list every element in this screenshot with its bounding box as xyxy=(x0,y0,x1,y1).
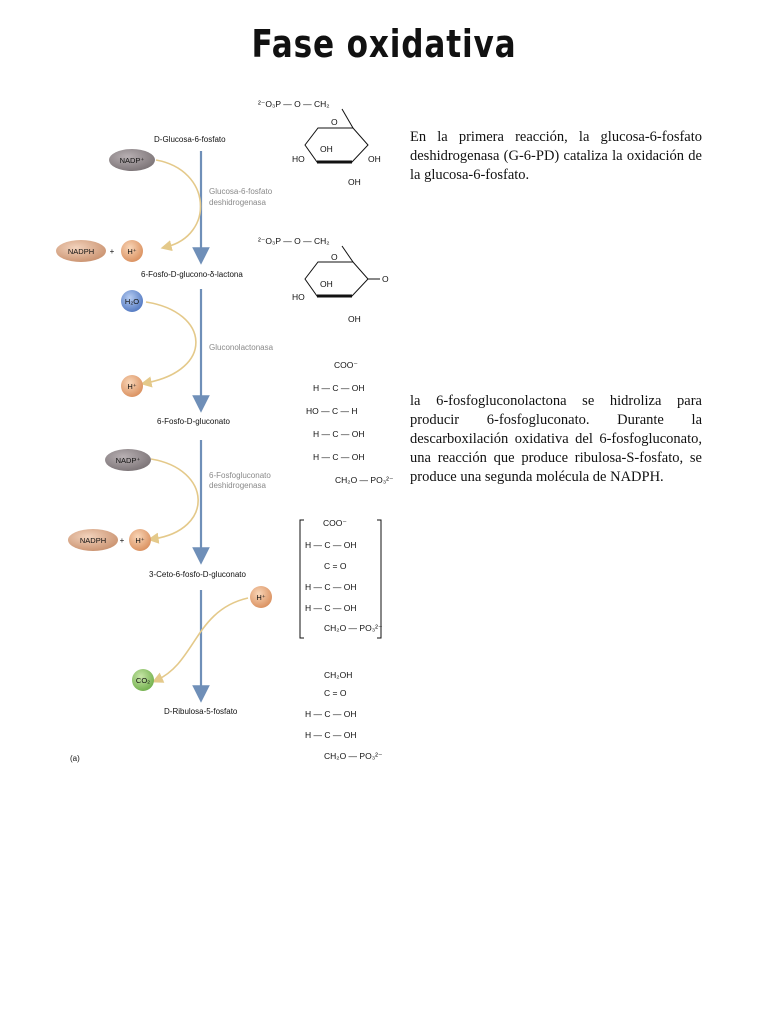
s1-oh-right: OH xyxy=(368,154,381,164)
plus-sign-1: + xyxy=(110,247,115,256)
s3-row-4: H — C — OH xyxy=(313,429,364,439)
proton-badge-1 xyxy=(121,240,143,262)
nadp-badge-2 xyxy=(105,449,151,471)
s1-ring-oxygen: O xyxy=(331,117,338,127)
nadp-badge-1 xyxy=(109,149,155,171)
paragraph-hydrolysis: la 6-fosfogluconolactona se hidroliza pa… xyxy=(410,393,702,485)
s3-row-1: COO⁻ xyxy=(334,360,358,370)
s5-row-4: H — C — OH xyxy=(305,730,356,740)
cofactor-arrow-3 xyxy=(147,458,199,544)
structure-ribulose-5-phosphate: CH₂OH C = O H — C — OH H — C — OH CH₂O —… xyxy=(305,670,383,761)
compound-glucose-6-phosphate: D-Glucosa-6-fosfato xyxy=(154,135,226,144)
s4-row-1: COO⁻ xyxy=(323,518,347,528)
s1-oh-top: OH xyxy=(320,144,333,154)
structure-keto-intermediate: COO⁻ H — C — OH C = O H — C — OH H — C —… xyxy=(299,518,383,639)
proton-badge-2 xyxy=(121,375,143,397)
compound-keto-phosphogluconate: 3-Ceto-6-fosfo-D-gluconato xyxy=(149,570,246,579)
nadp-label-2: NADP⁺ xyxy=(116,456,141,465)
s1-ho-left: HO xyxy=(292,154,305,164)
enzyme-g6pd-line1: Glucosa-6-fosfato xyxy=(209,187,273,196)
water-badge xyxy=(121,290,143,312)
s1-oh-bottom: OH xyxy=(348,177,361,187)
paragraph-first-reaction: En la primera reacción, la glucosa-6-fos… xyxy=(410,129,702,183)
proton-label-1: H⁺ xyxy=(127,247,136,256)
s5-row-2: C = O xyxy=(324,688,347,698)
s5-row-5: CH₂O — PO₃²⁻ xyxy=(324,751,383,761)
s4-row-5: H — C — OH xyxy=(305,603,356,613)
s5-row-3: H — C — OH xyxy=(305,709,356,719)
enzyme-g6pd-line2: deshidrogenasa xyxy=(209,198,266,207)
enzyme-6pgd-line1: 6-Fosfogluconato xyxy=(209,471,271,480)
page-title: Fase oxidativa xyxy=(251,22,517,66)
s2-ho-left: HO xyxy=(292,292,305,302)
s2-ring-oxygen: O xyxy=(331,252,338,262)
compound-phosphogluconate: 6-Fosfo-D-gluconato xyxy=(157,417,230,426)
s4-row-2: H — C — OH xyxy=(305,540,356,550)
s3-row-2: H — C — OH xyxy=(313,383,364,393)
structure-glucose-6-phosphate: ²⁻O₃P — O — CH₂ O OH HO OH OH xyxy=(258,99,381,187)
s4-row-3: C = O xyxy=(324,561,347,571)
nadph-label-2: NADPH xyxy=(80,536,106,545)
plus-sign-2: + xyxy=(120,536,125,545)
panel-label: (a) xyxy=(70,754,80,763)
compound-phosphoglucono-lactone: 6-Fosfo-D-glucono-δ-lactona xyxy=(141,270,243,279)
nadph-badge-2 xyxy=(68,529,118,551)
water-label: H₂O xyxy=(125,297,139,306)
s4-row-6: CH₂O — PO₃²⁻ xyxy=(324,623,383,633)
s3-row-5: H — C — OH xyxy=(313,452,364,462)
s3-row-6: CH₂O — PO₃²⁻ xyxy=(335,475,394,485)
s4-row-4: H — C — OH xyxy=(305,582,356,592)
proton-badge-3 xyxy=(129,529,151,551)
s2-oh-top: OH xyxy=(320,279,333,289)
enzyme-6pgd-line2: deshidrogenasa xyxy=(209,481,266,490)
nadph-label-1: NADPH xyxy=(68,247,94,256)
s1-phosphate: ²⁻O₃P — O — CH₂ xyxy=(258,99,330,109)
s2-phosphate: ²⁻O₃P — O — CH₂ xyxy=(258,236,330,246)
proton-label-4: H⁺ xyxy=(256,593,265,602)
s2-carbonyl-oxygen: O xyxy=(382,274,389,284)
cofactor-arrow-2 xyxy=(140,301,197,388)
co2-label: CO₂ xyxy=(136,676,150,685)
structure-phosphogluconate: COO⁻ H — C — OH HO — C — H H — C — OH H … xyxy=(306,360,394,485)
compound-ribulose-5-phosphate: D-Ribulosa-5-fosfato xyxy=(164,707,238,716)
enzyme-gluconolactonase: Gluconolactonasa xyxy=(209,343,274,352)
proton-label-3: H⁺ xyxy=(135,536,144,545)
cofactor-arrow-1 xyxy=(155,159,202,252)
nadph-badge-1 xyxy=(56,240,106,262)
s3-row-3: HO — C — H xyxy=(306,406,357,416)
co2-badge xyxy=(132,669,154,691)
structure-lactone: ²⁻O₃P — O — CH₂ O OH HO O OH xyxy=(258,236,389,324)
s5-row-1: CH₂OH xyxy=(324,670,352,680)
cofactor-arrow-4 xyxy=(151,597,249,683)
proton-label-2: H⁺ xyxy=(127,382,136,391)
nadp-label-1: NADP⁺ xyxy=(120,156,145,165)
proton-badge-4 xyxy=(250,586,272,608)
s2-oh-bottom: OH xyxy=(348,314,361,324)
